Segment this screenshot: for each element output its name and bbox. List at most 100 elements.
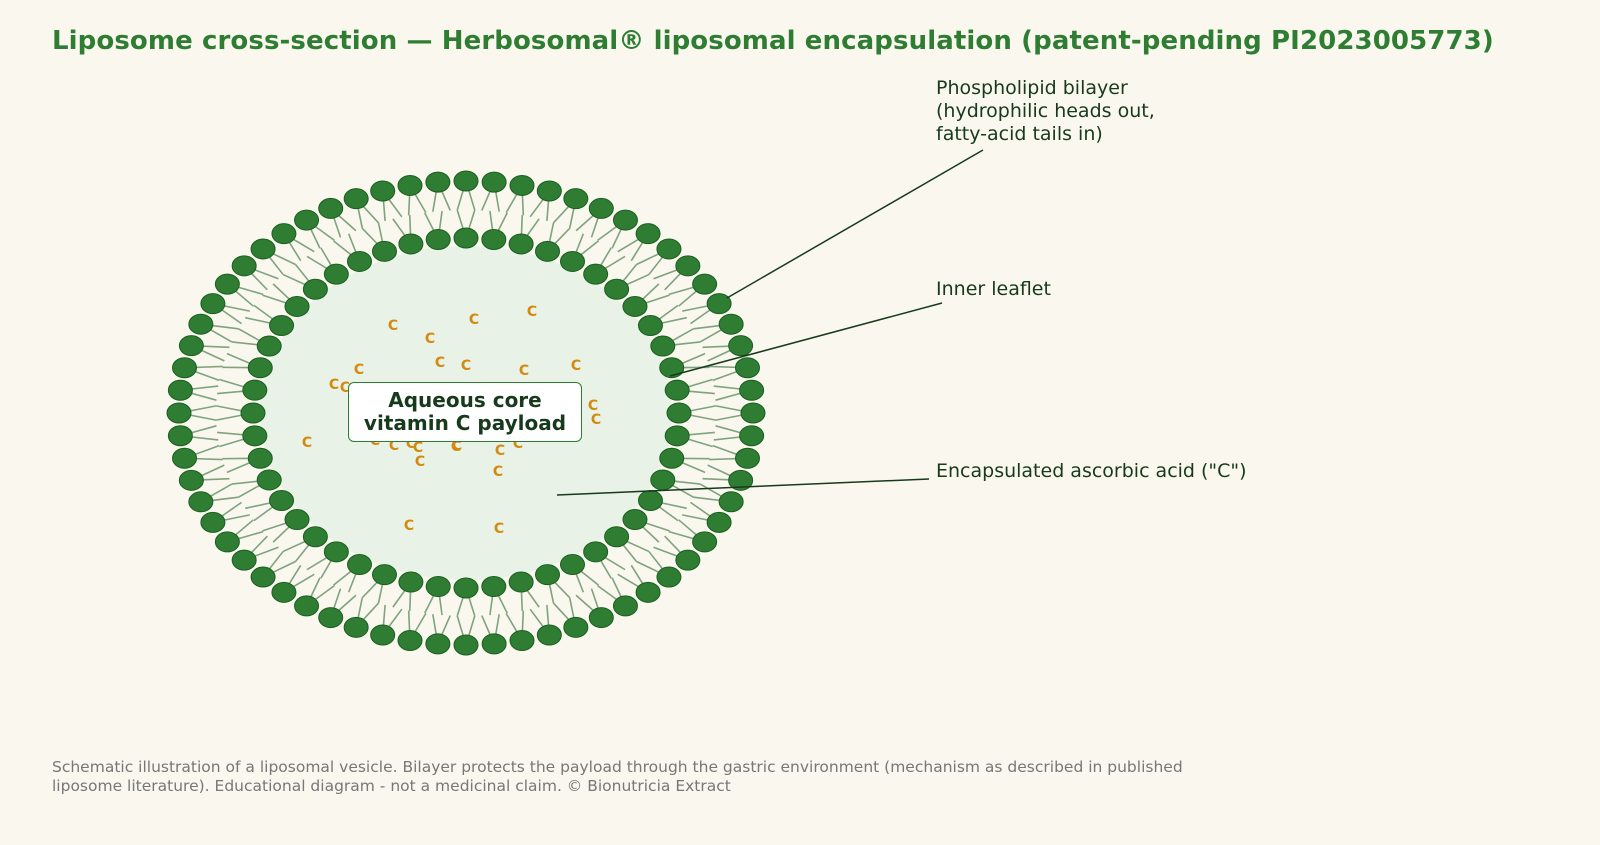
outer-phospholipid-head: [172, 447, 198, 469]
outer-phospholipid-head: [250, 566, 276, 588]
ascorbic-acid-molecule: C: [571, 358, 581, 374]
ascorbic-acid-molecule: C: [588, 398, 598, 414]
inner-phospholipid-head: [453, 577, 479, 599]
outer-phospholipid-head: [509, 174, 535, 196]
ascorbic-acid-molecule: C: [495, 443, 505, 459]
outer-phospholipid-head: [397, 174, 423, 196]
footer-caption: Schematic illustration of a liposomal ve…: [52, 758, 1183, 796]
outer-phospholipid-head: [588, 197, 614, 219]
outer-phospholipid-head: [588, 607, 614, 629]
inner-phospholipid-head: [508, 233, 534, 255]
outer-phospholipid-head: [294, 595, 320, 617]
inner-phospholipid-head: [347, 554, 372, 576]
ascorbic-acid-molecule: C: [469, 312, 479, 328]
diagram-title: Liposome cross-section — Herbosomal® lip…: [52, 26, 1494, 56]
outer-phospholipid-head: [706, 293, 732, 315]
inner-phospholipid-head: [371, 240, 397, 262]
callout-payload: Encapsulated ascorbic acid ("C"): [936, 460, 1247, 482]
outer-phospholipid-head: [172, 357, 198, 379]
outer-phospholipid-head: [271, 223, 297, 245]
outer-phospholipid-head: [509, 630, 535, 652]
outer-phospholipid-head: [728, 469, 754, 491]
inner-phospholipid-head: [425, 228, 451, 250]
outer-phospholipid-head: [734, 357, 760, 379]
outer-phospholipid-head: [370, 624, 396, 646]
ascorbic-acid-molecule: C: [425, 331, 435, 347]
inner-phospholipid-head: [398, 233, 424, 255]
ascorbic-acid-molecule: C: [591, 412, 601, 428]
outer-leaflet-heads: [166, 170, 766, 656]
inner-phospholipid-head: [664, 379, 690, 401]
ascorbic-acid-molecule: C: [354, 362, 364, 378]
ascorbic-acid-molecule: C: [494, 521, 504, 537]
outer-phospholipid-head: [178, 469, 204, 491]
outer-phospholipid-head: [536, 624, 562, 646]
outer-phospholipid-head: [166, 402, 192, 424]
inner-phospholipid-head: [398, 571, 424, 593]
outer-phospholipid-head: [318, 607, 344, 629]
outer-phospholipid-head: [453, 170, 479, 192]
outer-phospholipid-head: [318, 197, 344, 219]
outer-phospholipid-head: [728, 335, 754, 357]
callout-bilayer-line-1: Phospholipid bilayer: [936, 77, 1128, 99]
inner-phospholipid-head: [323, 263, 349, 285]
core-label-line-2: vitamin C payload: [363, 411, 567, 435]
ascorbic-acid-molecule: C: [404, 518, 414, 534]
ascorbic-acid-molecule: C: [451, 439, 461, 455]
outer-phospholipid-head: [718, 313, 744, 335]
outer-phospholipid-head: [188, 313, 214, 335]
inner-phospholipid-head: [604, 526, 630, 548]
inner-phospholipid-head: [242, 379, 268, 401]
inner-phospholipid-head: [284, 509, 310, 531]
outer-phospholipid-head: [188, 491, 214, 513]
outer-phospholipid-head: [200, 511, 226, 533]
outer-phospholipid-head: [425, 633, 451, 655]
inner-phospholipid-head: [284, 295, 310, 317]
outer-phospholipid-head: [692, 531, 718, 553]
outer-phospholipid-head: [656, 238, 682, 260]
ascorbic-acid-molecule: C: [389, 438, 399, 454]
outer-phospholipid-head: [397, 630, 423, 652]
outer-phospholipid-head: [612, 595, 638, 617]
inner-phospholipid-head: [425, 576, 451, 598]
ascorbic-acid-molecule: C: [302, 435, 312, 451]
inner-phospholipid-head: [453, 227, 479, 249]
ascorbic-acid-molecule: C: [452, 438, 462, 454]
inner-leaflet-heads: [240, 227, 692, 599]
inner-phospholipid-head: [269, 315, 295, 336]
leader-line-bilayer: [726, 149, 984, 299]
ascorbic-acid-molecule: C: [340, 380, 350, 396]
leader-line-payload: [556, 478, 930, 496]
inner-phospholipid-head: [650, 335, 676, 357]
ascorbic-acid-molecule: C: [513, 436, 523, 452]
inner-phospholipid-head: [242, 425, 268, 447]
inner-phospholipid-head: [323, 541, 349, 563]
outer-phospholipid-head: [635, 581, 661, 603]
ascorbic-acid-molecule: C: [415, 454, 425, 470]
outer-phospholipid-head: [563, 616, 589, 638]
inner-phospholipid-head: [481, 576, 507, 598]
outer-phospholipid-head: [692, 273, 718, 295]
inner-phospholipid-head: [637, 490, 663, 511]
inner-phospholipid-head: [622, 509, 648, 531]
outer-phospholipid-head: [294, 209, 320, 231]
outer-phospholipid-head: [214, 531, 240, 553]
core-label-line-1: Aqueous core: [388, 388, 542, 412]
outer-phospholipid-head: [734, 447, 760, 469]
inner-phospholipid-head: [240, 402, 266, 424]
outer-phospholipid-head: [675, 549, 701, 571]
outer-phospholipid-head: [343, 188, 369, 210]
inner-phospholipid-head: [560, 554, 585, 576]
outer-phospholipid-head: [706, 511, 732, 533]
ascorbic-acid-molecule: C: [413, 440, 423, 456]
inner-phospholipid-head: [664, 425, 690, 447]
outer-phospholipid-head: [563, 188, 589, 210]
outer-phospholipid-head: [481, 171, 507, 193]
ascorbic-acid-molecule: C: [527, 304, 537, 320]
ascorbic-acid-molecule: C: [329, 377, 339, 393]
outer-phospholipid-head: [370, 180, 396, 202]
inner-phospholipid-head: [247, 357, 273, 379]
outer-phospholipid-head: [167, 379, 193, 401]
ascorbic-acid-molecule: C: [519, 363, 529, 379]
